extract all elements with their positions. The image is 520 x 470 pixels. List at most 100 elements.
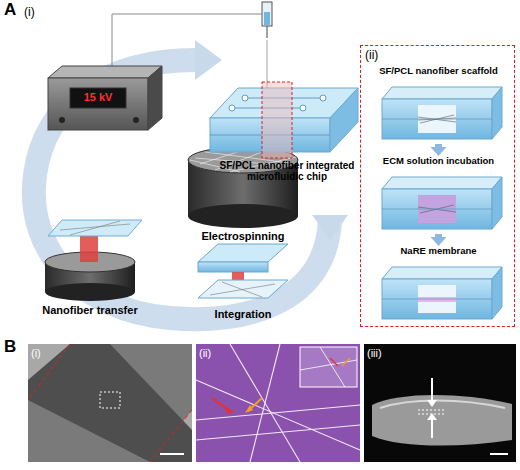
power-supply-part [133, 117, 139, 123]
sem-image-zoom-part [196, 344, 360, 462]
dashed-group-box: (ii) SF/PCL nanofiber scaffoldECM solutio… [360, 45, 515, 327]
chip-scaffold-part [382, 99, 492, 139]
arrow-shaft [435, 234, 442, 239]
sem-image-zoom-part [342, 358, 350, 366]
chip-scaffold-part [382, 87, 502, 99]
chip-membrane-part [382, 299, 492, 300]
sem-cross-section-part [418, 410, 446, 411]
microfluidic-chip-part [330, 88, 358, 152]
sem-image-zoom-part-part [230, 344, 300, 462]
sem-image-zoom-part [245, 405, 253, 413]
transfer-illustration-part-part [70, 221, 120, 235]
syringe-part [264, 12, 270, 25]
chip-membrane-part [418, 297, 456, 302]
sem-image-zoom-part-part [320, 347, 345, 387]
sem-image-top-part [100, 392, 120, 408]
panel-heading: SF/PCL nanofiber scaffold [369, 66, 508, 76]
sem-image-top-part [150, 410, 192, 462]
sem-image-top-part [160, 453, 184, 455]
sem-image-zoom-part-part [196, 380, 360, 450]
integration-illustration-part-part [222, 282, 262, 297]
sem-cross-section-part [418, 414, 446, 415]
sem-image-top-part [28, 344, 70, 400]
transfer-illustration-part [60, 221, 130, 235]
process-panel: ECM solution incubation [369, 156, 508, 234]
chip-incubation [382, 177, 502, 229]
flow-arrow [431, 234, 447, 246]
panel-number: (i) [24, 6, 48, 19]
microfluidic-chip-part-part [300, 105, 306, 111]
chip-incubation-part [492, 177, 502, 229]
sem-cross-section-part [380, 401, 505, 409]
chip-membrane-part [492, 267, 502, 319]
chip-incubation-part-part [418, 207, 456, 212]
microfluidic-chip-part-part [320, 95, 326, 101]
chip-incubation-part [382, 209, 492, 210]
panel-heading: ECM solution incubation [369, 156, 508, 166]
arrow-head [431, 147, 447, 156]
chip-membrane [382, 267, 502, 319]
chip-scaffold [382, 87, 502, 139]
sem-image-zoom-part [300, 347, 357, 387]
step-label: SF/PCL nanofiber integrated microfluidic… [212, 160, 362, 182]
cycle-arrow [34, 60, 330, 319]
collector-drum-part [188, 204, 298, 228]
integration-illustration-part [198, 280, 288, 298]
sem-image-zoom [196, 344, 360, 462]
sem-image-top-part [28, 344, 192, 462]
microfluidic-chip-part-part [242, 95, 248, 101]
sem-image-zoom-part [300, 347, 357, 387]
microfluidic-chip-part [262, 82, 292, 158]
sem-cross-section-part [427, 400, 437, 407]
sem-cross-section-part [490, 453, 508, 455]
transfer-illustration-part [45, 283, 135, 301]
sem-image-zoom-part [196, 344, 360, 462]
transfer-illustration-part [48, 220, 142, 236]
step-label: Nanofiber transfer [30, 304, 150, 316]
transfer-illustration-part-part [60, 224, 130, 230]
sem-image-zoom-part-part [196, 425, 360, 440]
chip-membrane-part [382, 267, 502, 279]
transfer-illustration [45, 220, 142, 301]
integration-illustration-part [210, 282, 275, 297]
power-supply-part [70, 88, 126, 108]
sem-cross-section-part [431, 418, 433, 438]
chip-incubation-part [382, 177, 502, 189]
panel-letter: A [4, 1, 24, 20]
process-panel: NaRE membrane [369, 246, 508, 324]
sem-image-top-part [28, 344, 192, 462]
sem-image-zoom-part-part [300, 360, 357, 370]
power-supply-part [59, 117, 65, 123]
step-label: Electrospinning [183, 230, 303, 242]
power-supply-part [48, 66, 162, 78]
integration-illustration [198, 244, 288, 298]
integration-illustration-part [198, 262, 268, 272]
sem-image-top [28, 344, 192, 462]
power-supply-part [48, 78, 148, 130]
panel-letter: B [4, 338, 24, 357]
sem-image-zoom-part-part [250, 344, 280, 462]
syringe-part [262, 2, 272, 26]
cycle-arrow-part [34, 60, 330, 319]
voltage-readout: 15 kV [70, 91, 126, 103]
sem-cross-section-part [440, 398, 506, 399]
panel-number: (ii) [365, 49, 378, 62]
step-label: Integration [188, 308, 298, 320]
panel-number: (ii) [199, 347, 229, 359]
syringe [262, 2, 272, 38]
panel-number: (iii) [367, 347, 397, 359]
chip-scaffold-part [492, 87, 502, 139]
microfluidic-chip-part-part [229, 105, 235, 111]
sem-image-zoom-part-part [196, 405, 360, 420]
sem-cross-section-part [431, 378, 433, 402]
chip-membrane-part [382, 279, 492, 319]
power-supply [48, 66, 162, 130]
sem-image-zoom-part [330, 358, 338, 366]
syringe-part [267, 26, 268, 38]
collector-drum [188, 147, 298, 228]
process-panel: SF/PCL nanofiber scaffold [369, 66, 508, 144]
transfer-illustration-part [80, 236, 98, 262]
chip-scaffold-part-part [418, 117, 456, 122]
